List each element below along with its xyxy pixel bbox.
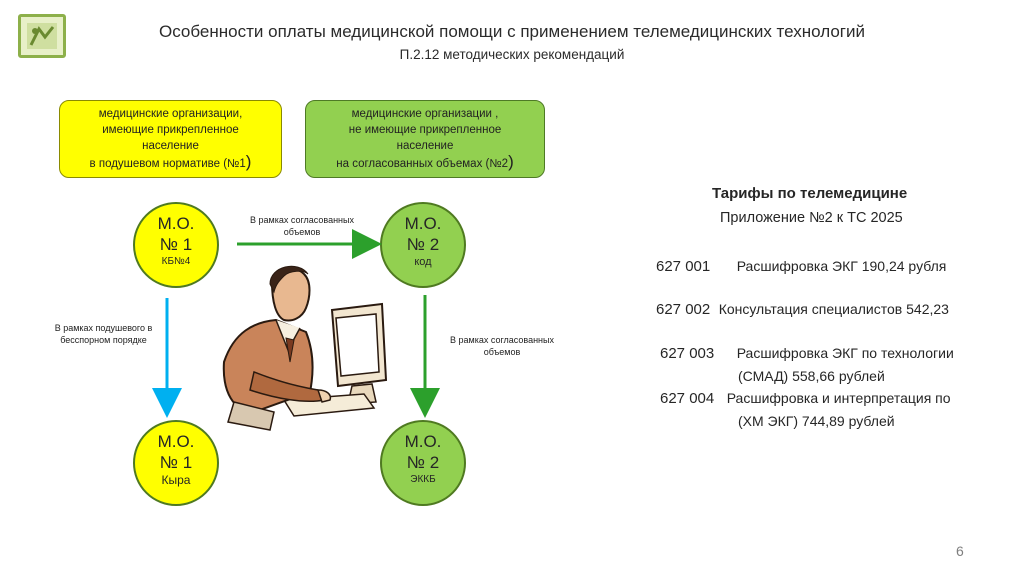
tariff-text: Расшифровка ЭКГ по технологии xyxy=(737,345,954,361)
note-right-arrow: В рамках согласованных объемов xyxy=(432,334,572,358)
tariff-text: Консультация специалистов 542,23 xyxy=(719,301,949,317)
tariff-text: Расшифровка ЭКГ 190,24 рубля xyxy=(737,258,947,274)
tariff-code: 627 003 xyxy=(660,345,714,362)
tariff-text-cont: (ХМ ЭКГ) 744,89 рублей xyxy=(738,413,895,429)
tariff-text: Расшифровка и интерпретация по xyxy=(727,390,951,406)
tariff-row: 627 004 Расшифровка и интерпретация по xyxy=(660,390,951,408)
note-left-arrow: В рамках подушевого в бесспорном порядке xyxy=(36,322,171,346)
tariffs-subtitle: Приложение №2 к ТС 2025 xyxy=(720,210,903,226)
tariffs-title: Тарифы по телемедицине xyxy=(712,185,907,202)
tariff-text-cont: (СМАД) 558,66 рублей xyxy=(738,368,885,384)
tariff-code: 627 004 xyxy=(660,390,714,407)
tariff-row: 627 003 Расшифровка ЭКГ по технологии xyxy=(660,345,954,363)
tariff-code: 627 002 xyxy=(656,301,710,318)
tariff-row: 627 002 Консультация специалистов 542,23 xyxy=(656,301,949,319)
tariff-code: 627 001 xyxy=(656,258,710,275)
tariff-row: 627 001 Расшифровка ЭКГ 190,24 рубля xyxy=(656,258,946,276)
note-top-arrow: В рамках согласованных объемов xyxy=(232,214,372,238)
page-number: 6 xyxy=(956,543,964,559)
doctor-at-computer-illustration xyxy=(214,262,392,432)
